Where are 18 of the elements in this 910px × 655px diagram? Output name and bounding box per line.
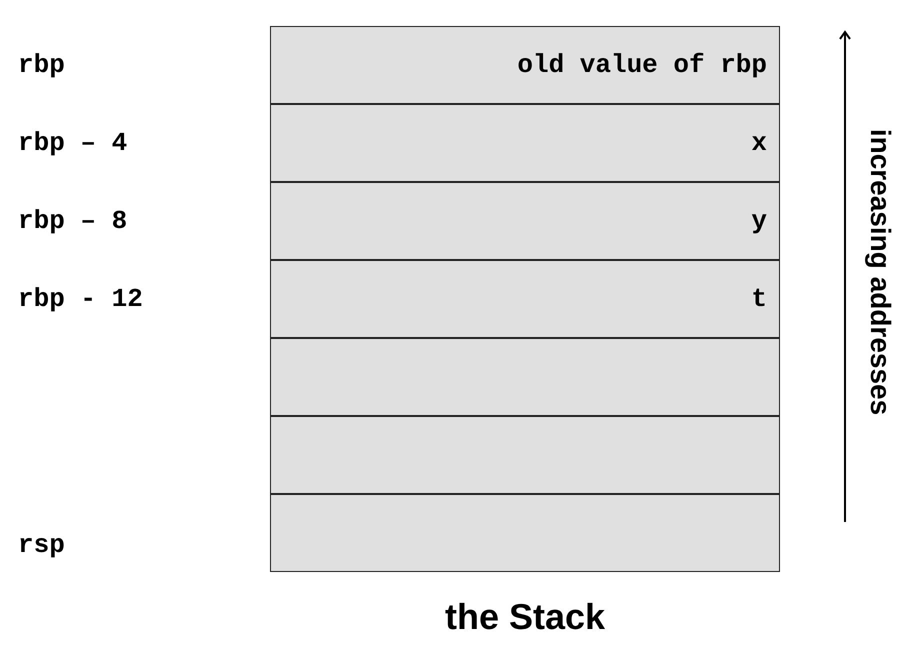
register-offset-label: rbp – 8: [18, 206, 128, 236]
stack-slot: [270, 494, 780, 572]
register-offset-label: rsp: [18, 530, 65, 560]
register-offset-label: rbp – 4: [18, 128, 128, 158]
slot-content: old value of rbp: [517, 50, 767, 80]
stack-slot: [270, 416, 780, 494]
register-offset-label: rbp - 12: [18, 284, 143, 314]
stack-slot: [270, 182, 780, 260]
stack-slot: [270, 26, 780, 104]
register-offset-label: rbp: [18, 50, 65, 80]
stack-slot: [270, 260, 780, 338]
stack-slot: [270, 104, 780, 182]
caption: the Stack: [445, 596, 606, 638]
stack-slot: [270, 338, 780, 416]
slot-content: x: [751, 128, 767, 158]
axis-label: increasing addresses: [864, 128, 896, 416]
slot-content: t: [751, 284, 767, 314]
slot-content: y: [751, 206, 767, 236]
